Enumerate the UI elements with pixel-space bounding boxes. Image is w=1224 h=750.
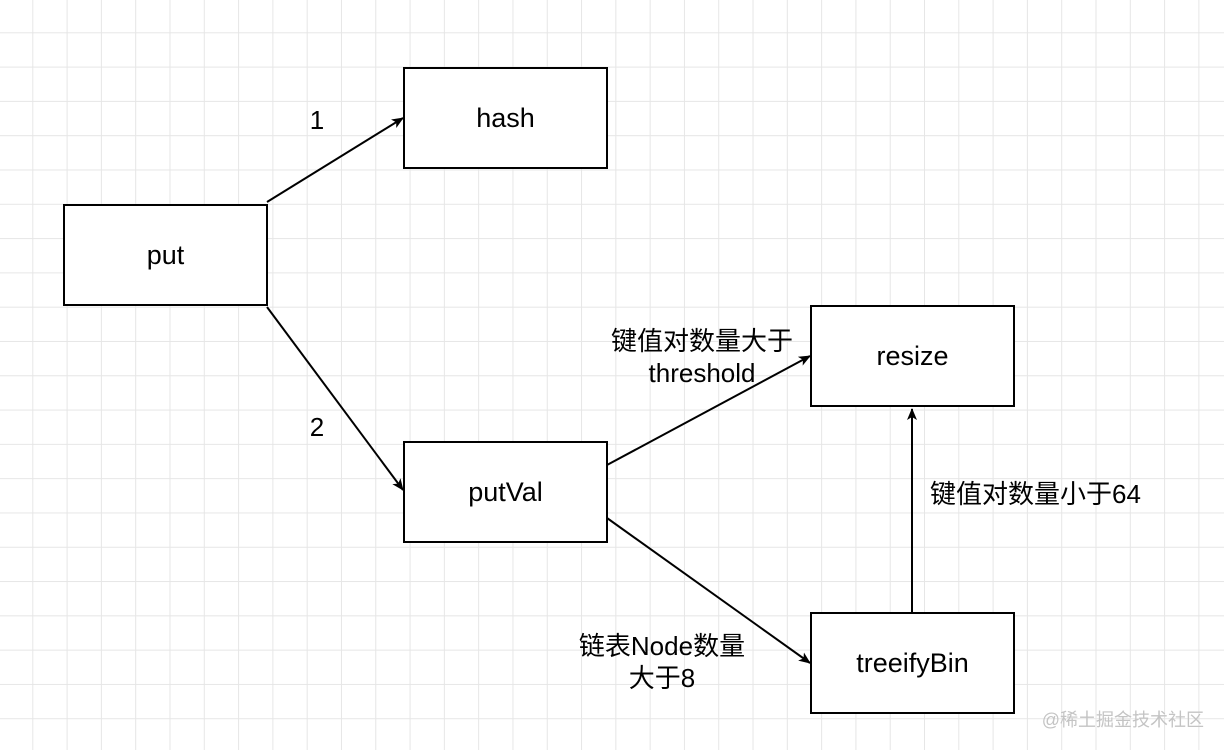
edge-put-to-hash [266, 117, 404, 203]
edge-label-putval-treeifybin-line2: 大于8 [628, 663, 696, 693]
edge-label-treeifybin-resize: 键值对数量小于64 [930, 479, 1141, 509]
node-resize[interactable]: resize [810, 305, 1015, 407]
edge-putval-to-resize [606, 355, 811, 466]
edge-label-putval-treeifybin: 链表Node数量 大于8 [552, 630, 772, 694]
edge-label-put-putval: 2 [309, 412, 325, 442]
node-put[interactable]: put [63, 204, 268, 306]
edge-putval-to-treeifybin [606, 517, 811, 664]
edge-label-putval-resize-line2: threshold [648, 358, 756, 388]
edge-label-putval-treeifybin-line1: 链表Node数量 [578, 631, 746, 661]
node-hash[interactable]: hash [403, 67, 608, 169]
edge-label-putval-resize: 键值对数量大于 threshold [582, 325, 822, 389]
edge-put-to-putval [266, 306, 404, 491]
node-treeifybin[interactable]: treeifyBin [810, 612, 1015, 714]
edge-label-put-hash: 1 [309, 105, 325, 135]
node-putval[interactable]: putVal [403, 441, 608, 543]
watermark-text: @稀土掘金技术社区 [1041, 710, 1204, 730]
edge-label-putval-resize-line1: 键值对数量大于 [610, 326, 793, 356]
